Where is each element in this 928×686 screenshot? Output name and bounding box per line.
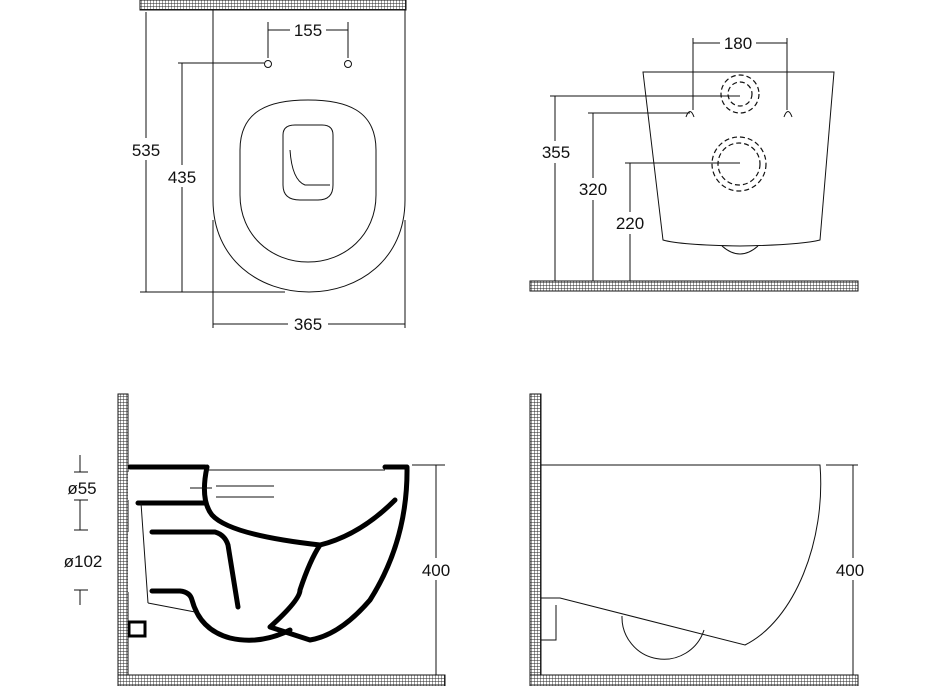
bowl-opening <box>282 124 334 201</box>
seat-outline <box>239 99 377 263</box>
dim-320: 320 <box>579 180 607 199</box>
section-lines <box>140 469 385 613</box>
floor-hatch <box>117 674 446 686</box>
wall-hatch <box>117 393 129 686</box>
dim-d55: ø55 <box>67 479 96 498</box>
dim-180: 180 <box>724 34 752 53</box>
dim-355: 355 <box>542 143 570 162</box>
trap-section <box>135 500 293 643</box>
back-view: 180 355 320 220 <box>529 33 859 292</box>
section-view: ø55 ø102 400 <box>64 393 456 686</box>
dim-535: 535 <box>132 141 160 160</box>
dimension-lines <box>550 38 788 281</box>
dim-400-side: 400 <box>836 561 864 580</box>
dimension-lines <box>74 455 445 675</box>
floor-hatch <box>529 674 859 686</box>
bowl-section-outline <box>127 464 410 643</box>
wall-hatch <box>139 0 407 11</box>
bowl-outline <box>212 10 406 293</box>
fixing-holes <box>685 111 793 118</box>
drain-outline <box>621 615 705 660</box>
fixing-hole <box>264 60 272 68</box>
bracket <box>541 605 557 641</box>
bracket <box>127 620 147 638</box>
dim-365: 365 <box>294 315 322 334</box>
fixing-hole <box>344 60 352 68</box>
drain-outline <box>721 245 759 255</box>
dim-d102: ø102 <box>64 552 103 571</box>
dim-155: 155 <box>294 21 322 40</box>
dim-220: 220 <box>616 214 644 233</box>
side-outline <box>541 464 822 646</box>
wall-hatch <box>529 393 542 686</box>
dim-400-section: 400 <box>422 561 450 580</box>
floor-hatch <box>529 280 859 292</box>
top-view: 155 535 435 365 <box>128 0 407 335</box>
bowl-back-outline <box>642 71 835 247</box>
dim-435: 435 <box>168 168 196 187</box>
side-view: 400 <box>529 393 871 686</box>
